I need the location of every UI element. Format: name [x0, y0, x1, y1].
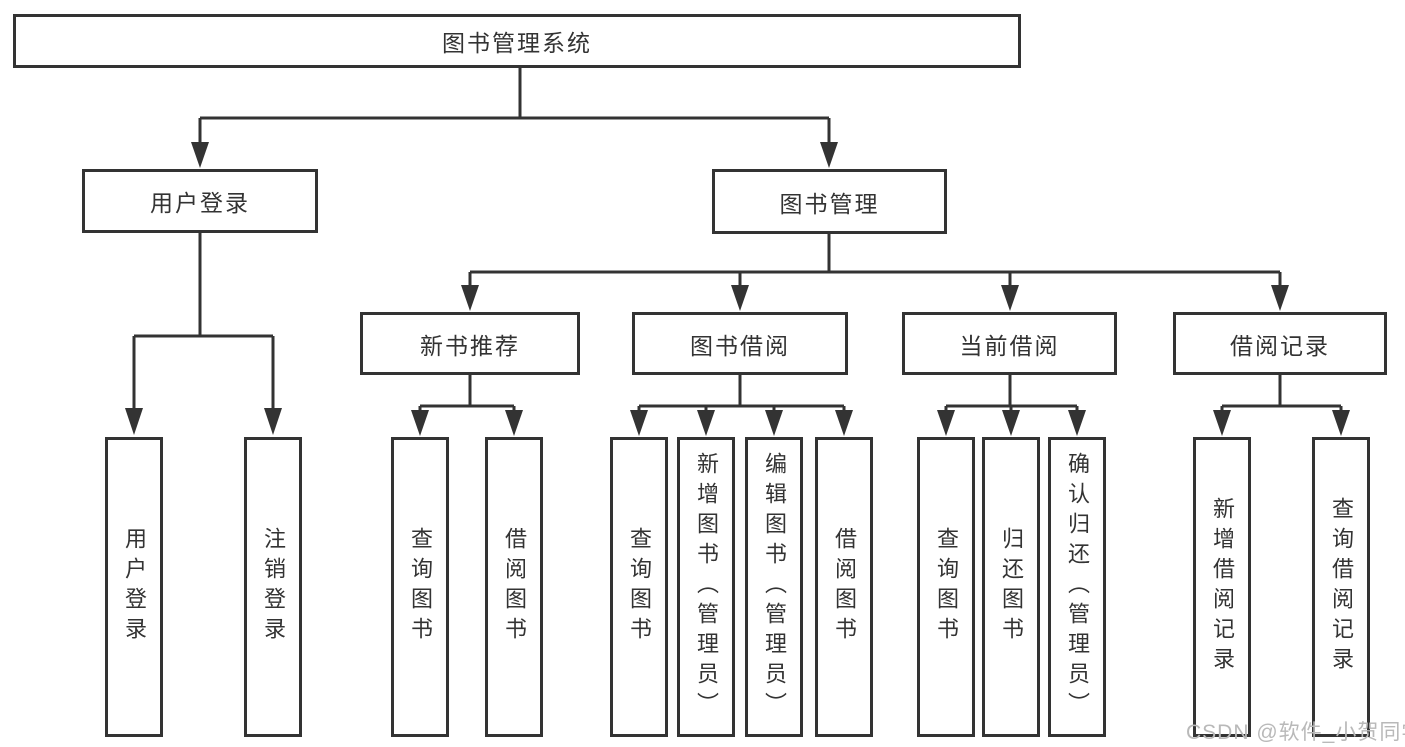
- node-leaf-confirm-return-admin: 确认归还（管理员）: [1048, 437, 1106, 737]
- node-root: 图书管理系统: [13, 14, 1021, 68]
- node-leaf-logout: 注销登录: [244, 437, 302, 737]
- node-user-login: 用户登录: [82, 169, 318, 233]
- node-leaf-query-books-1: 查询图书: [391, 437, 449, 737]
- node-leaf-logout-label: 注销登录: [261, 527, 286, 647]
- node-root-label: 图书管理系统: [442, 30, 592, 56]
- node-book-management: 图书管理: [712, 169, 947, 234]
- node-book-borrow: 图书借阅: [632, 312, 848, 375]
- watermark: CSDN @软件_小贺同学: [1186, 721, 1405, 744]
- node-borrow-records: 借阅记录: [1173, 312, 1387, 375]
- node-leaf-borrow-books-2: 借阅图书: [815, 437, 873, 737]
- node-current-borrow: 当前借阅: [902, 312, 1117, 375]
- node-leaf-user-login-label: 用户登录: [122, 527, 147, 647]
- node-leaf-add-book-admin-label: 新增图书（管理员）: [694, 452, 719, 722]
- node-leaf-edit-book-admin-label: 编辑图书（管理员）: [762, 452, 787, 722]
- node-leaf-edit-book-admin: 编辑图书（管理员）: [745, 437, 803, 737]
- node-leaf-add-borrow-record: 新增借阅记录: [1193, 437, 1251, 737]
- node-leaf-add-book-admin: 新增图书（管理员）: [677, 437, 735, 737]
- node-book-management-label: 图书管理: [779, 190, 880, 217]
- node-leaf-query-books-3: 查询图书: [917, 437, 975, 737]
- node-leaf-query-books-2-label: 查询图书: [627, 527, 652, 647]
- node-leaf-user-login: 用户登录: [105, 437, 163, 737]
- node-leaf-borrow-books-1: 借阅图书: [485, 437, 543, 737]
- node-leaf-confirm-return-admin-label: 确认归还（管理员）: [1065, 452, 1090, 722]
- node-leaf-return-book-label: 归还图书: [999, 527, 1024, 647]
- node-user-login-label: 用户登录: [150, 190, 250, 216]
- node-new-book-recommend-label: 新书推荐: [420, 332, 520, 359]
- node-borrow-records-label: 借阅记录: [1230, 332, 1330, 359]
- node-leaf-add-borrow-record-label: 新增借阅记录: [1210, 497, 1235, 677]
- node-book-borrow-label: 图书借阅: [690, 332, 790, 359]
- node-leaf-borrow-books-2-label: 借阅图书: [832, 527, 857, 647]
- node-new-book-recommend: 新书推荐: [360, 312, 580, 375]
- node-leaf-query-books-2: 查询图书: [610, 437, 668, 737]
- node-leaf-return-book: 归还图书: [982, 437, 1040, 737]
- node-leaf-query-borrow-record-label: 查询借阅记录: [1329, 497, 1354, 677]
- node-leaf-query-books-3-label: 查询图书: [934, 527, 959, 647]
- node-leaf-query-borrow-record: 查询借阅记录: [1312, 437, 1370, 737]
- node-leaf-query-books-1-label: 查询图书: [408, 527, 433, 647]
- node-leaf-borrow-books-1-label: 借阅图书: [502, 527, 527, 647]
- node-current-borrow-label: 当前借阅: [959, 332, 1060, 359]
